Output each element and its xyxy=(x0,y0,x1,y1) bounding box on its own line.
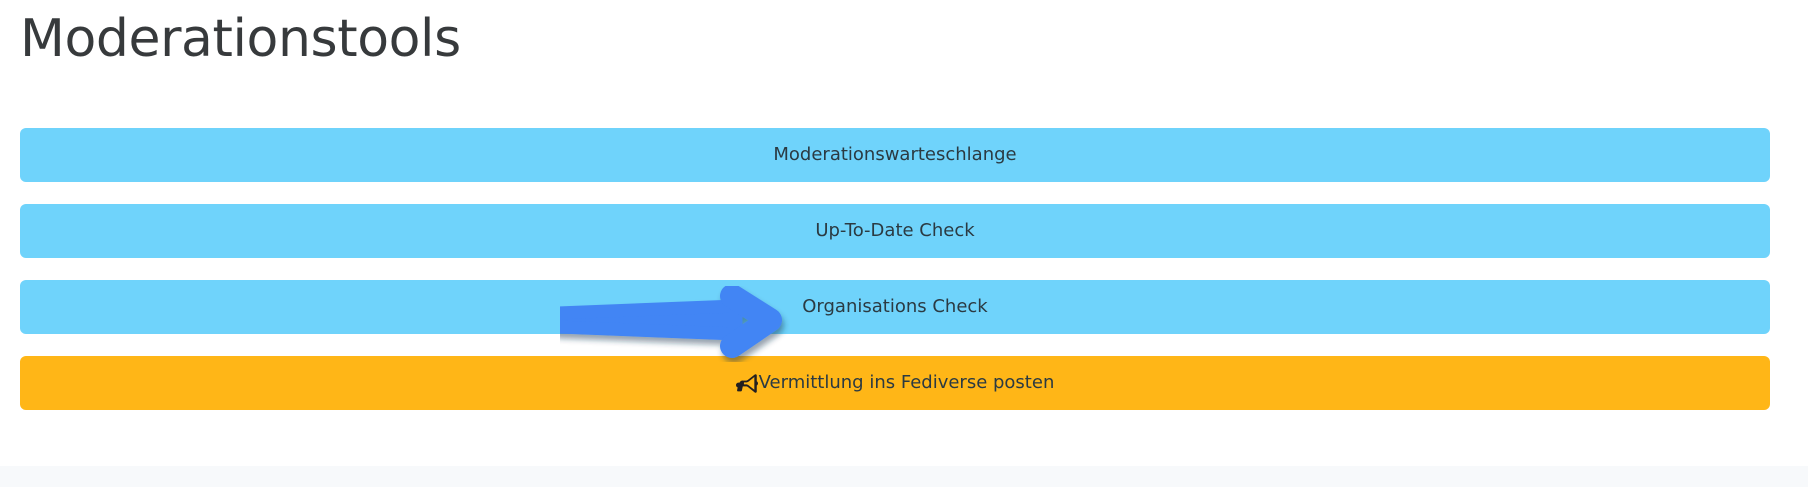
up-to-date-check-button-label: Up-To-Date Check xyxy=(815,220,975,241)
page-bottom-strip xyxy=(0,466,1808,487)
up-to-date-check-button[interactable]: Up-To-Date Check xyxy=(20,204,1770,258)
bullhorn-icon xyxy=(735,374,758,394)
post-to-fediverse-button-label: Vermittlung ins Fediverse posten xyxy=(758,372,1055,393)
moderation-queue-button[interactable]: Moderationswarteschlange xyxy=(20,128,1770,182)
organisations-check-button[interactable]: Organisations Check xyxy=(20,280,1770,334)
post-to-fediverse-button[interactable]: Vermittlung ins Fediverse posten xyxy=(20,356,1770,410)
page-title: Moderationstools xyxy=(20,9,461,69)
moderation-tools-button-list: Moderationswarteschlange Up-To-Date Chec… xyxy=(20,128,1770,410)
moderation-queue-button-label: Moderationswarteschlange xyxy=(773,144,1017,165)
organisations-check-button-label: Organisations Check xyxy=(802,296,988,317)
